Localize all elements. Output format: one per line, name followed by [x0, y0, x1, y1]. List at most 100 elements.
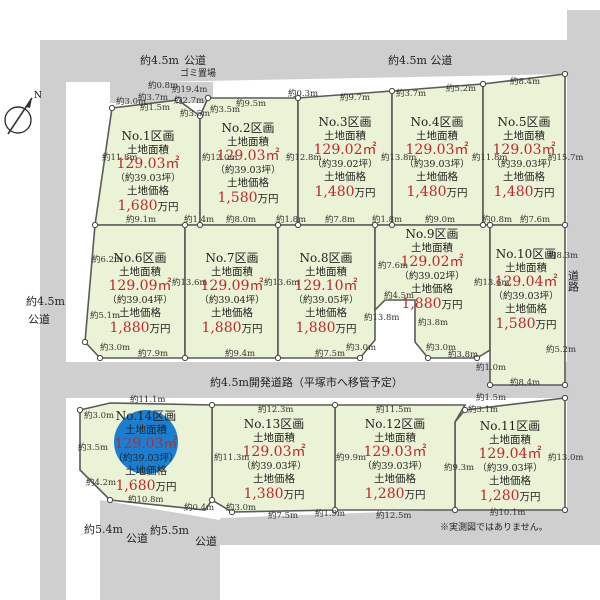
plot-6[interactable] — [84, 224, 186, 359]
svg-text:約1.5m: 約1.5m — [476, 392, 506, 403]
plot-5-price-label: 土地価格 — [503, 170, 545, 183]
plot-9-tsubo: （約39.02坪） — [399, 270, 464, 282]
plot-11-price-label: 土地価格 — [489, 474, 531, 487]
svg-text:約1.8m: 約1.8m — [372, 214, 402, 225]
plot-2-area-label: 土地面積 — [227, 135, 269, 148]
plot-7-price: 1,880 — [201, 320, 241, 336]
svg-text:約1.9m: 約1.9m — [315, 508, 345, 519]
svg-text:約4.5m: 約4.5m — [384, 290, 414, 301]
plot-4-price-line: 1,480万円 — [406, 184, 467, 200]
plot-13-price: 1,380 — [243, 486, 283, 502]
road-label-right: 道路 — [567, 269, 580, 293]
plot-7-tsubo: （約39.04坪） — [199, 294, 264, 306]
svg-text:約3.7m: 約3.7m — [138, 92, 168, 103]
north-arrow-icon: N — [4, 91, 42, 135]
plot-4-price: 1,480 — [406, 184, 446, 200]
plot-3-area: 129.02㎡ — [314, 142, 377, 158]
plot-10-price: 1,580 — [495, 316, 535, 332]
plot-11-name: No.11区画 — [480, 419, 541, 433]
plot-3-unit: 万円 — [355, 187, 376, 199]
garbage-area — [110, 82, 213, 103]
svg-text:約7.8m: 約7.8m — [325, 214, 355, 225]
plot-4-area: 129.03㎡ — [406, 142, 469, 158]
plot-2-price: 1,580 — [217, 190, 257, 206]
plot-11-price: 1,280 — [479, 488, 519, 504]
svg-text:約7.6m: 約7.6m — [520, 214, 550, 225]
road-name-bottom-1: 公道 — [126, 531, 148, 545]
svg-text:約5.2m: 約5.2m — [446, 83, 476, 94]
disclaimer-note: ※実測図ではありません。 — [440, 521, 548, 533]
svg-text:約13.6m: 約13.6m — [474, 277, 510, 288]
svg-text:約0.8m: 約0.8m — [482, 214, 512, 225]
plot-1-unit: 万円 — [158, 201, 179, 213]
svg-text:約8.4m: 約8.4m — [510, 377, 540, 388]
plot-7-area-label: 土地面積 — [211, 265, 253, 278]
plot-8[interactable] — [277, 224, 376, 359]
svg-text:約13.8m: 約13.8m — [364, 312, 400, 323]
plot-9-area-label: 土地面積 — [411, 241, 453, 254]
svg-text:約9.4m: 約9.4m — [225, 348, 255, 359]
svg-text:約4.2m: 約4.2m — [86, 477, 116, 488]
plot-8-price-line: 1,880万円 — [295, 320, 356, 336]
svg-text:約12.5m: 約12.5m — [376, 510, 412, 521]
plot-9-unit: 万円 — [442, 299, 463, 311]
plot-6-unit: 万円 — [150, 323, 171, 335]
svg-text:約11.1m: 約11.1m — [130, 394, 166, 405]
svg-text:約11.3m: 約11.3m — [214, 452, 250, 463]
plot-9-price-line: 1,880万円 — [401, 296, 462, 312]
plot-8-tsubo: （約39.05坪） — [293, 294, 358, 306]
svg-text:約9.3m: 約9.3m — [444, 462, 474, 473]
plot-8-area: 129.10㎡ — [295, 278, 358, 294]
plot-11-area-label: 土地面積 — [489, 433, 531, 446]
plot-3-area-label: 土地面積 — [324, 129, 366, 142]
svg-text:約1.5m: 約1.5m — [140, 102, 170, 113]
svg-text:約3.0m: 約3.0m — [100, 342, 130, 353]
plot-7-unit: 万円 — [242, 323, 263, 335]
plot-8-price-label: 土地価格 — [305, 306, 347, 319]
svg-text:約1.8m: 約1.8m — [276, 214, 306, 225]
road-label-top-left: 約4.5m — [140, 53, 179, 67]
plot-14-price-label: 土地価格 — [125, 464, 167, 477]
plot-8-price: 1,880 — [295, 320, 335, 336]
road-name-left: 公道 — [28, 312, 50, 326]
plot-6-price-label: 土地価格 — [119, 306, 161, 319]
svg-text:約0.4m: 約0.4m — [184, 502, 214, 513]
plot-8-unit: 万円 — [336, 323, 357, 335]
svg-text:約11.8m: 約11.8m — [102, 152, 138, 163]
plot-12-price-label: 土地価格 — [374, 472, 416, 485]
svg-text:約7.9m: 約7.9m — [138, 348, 168, 359]
plot-3-price: 1,480 — [314, 184, 354, 200]
plot-3-tsubo: （約39.02坪） — [312, 158, 377, 170]
road-name-bottom-2: 公道 — [195, 534, 217, 548]
corner-markers — [76, 70, 569, 516]
svg-text:約2.7m: 約2.7m — [174, 95, 204, 106]
svg-text:約3.0m: 約3.0m — [84, 410, 114, 421]
plot-10-area: 129.04㎡ — [495, 274, 558, 290]
plot-8-name: No.8区画 — [300, 251, 353, 265]
plot-13-price-line: 1,380万円 — [243, 486, 304, 502]
garbage-label: ゴミ置場 — [180, 67, 216, 79]
road-label-middle: 約4.5m開発道路（平塚市へ移管予定） — [210, 375, 403, 389]
plot-13-area: 129.03㎡ — [243, 444, 306, 460]
plot-2-name: No.2区画 — [222, 121, 275, 135]
plot-14-name: No.14区画 — [116, 409, 177, 423]
plot-5-price: 1,480 — [493, 184, 533, 200]
plot-7-area: 129.09㎡ — [201, 278, 264, 294]
svg-text:約13.0m: 約13.0m — [548, 452, 584, 463]
plot-10-price-line: 1,580万円 — [495, 316, 556, 332]
plot-5-name: No.5区画 — [498, 115, 551, 129]
svg-text:約3.8m: 約3.8m — [448, 349, 478, 360]
svg-text:約11.5m: 約11.5m — [376, 404, 412, 415]
svg-text:約13.6m: 約13.6m — [264, 277, 300, 288]
plot-1-area: 129.03㎡ — [117, 156, 180, 172]
svg-text:約10.8m: 約10.8m — [128, 494, 164, 505]
svg-text:約13.8m: 約13.8m — [381, 152, 417, 163]
svg-text:約3.5m: 約3.5m — [180, 108, 210, 119]
plot-11-unit: 万円 — [520, 491, 541, 503]
plot-1-tsubo: （約39.03坪） — [115, 172, 180, 184]
svg-text:約9.9m: 約9.9m — [336, 452, 366, 463]
plot-9-price-label: 土地価格 — [411, 282, 453, 295]
plot-1-name: No.1区画 — [122, 129, 175, 143]
